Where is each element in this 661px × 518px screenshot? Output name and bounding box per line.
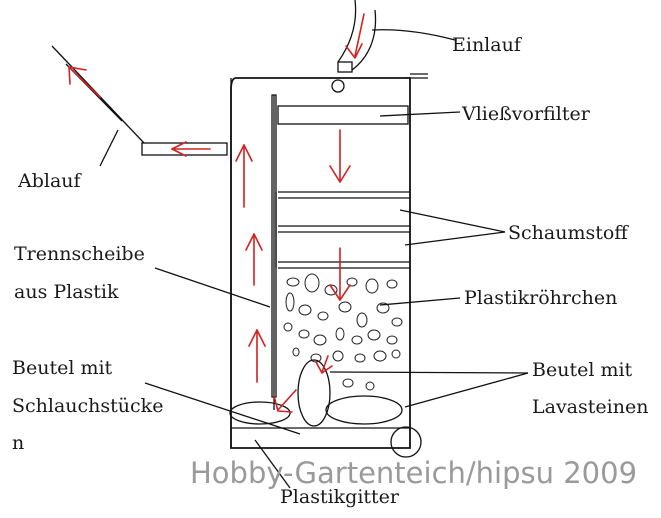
flow-arrows xyxy=(68,13,365,413)
label-plastikgitter: Plastikgitter xyxy=(280,486,400,508)
watermark: Hobby-Gartenteich/hipsu 2009 xyxy=(190,456,638,490)
label-beutel-schlauch-line3: n xyxy=(12,432,25,454)
label-trennscheibe-line2: aus Plastik xyxy=(14,281,119,303)
label-trennscheibe-line1: Trennscheibe xyxy=(14,243,145,265)
label-beutel-schlauch-line2: Schlauchstücke xyxy=(12,395,164,417)
label-vliesvorfilter: Vließvorfilter xyxy=(462,103,590,125)
filter-container xyxy=(230,73,428,449)
bag-lava-stones xyxy=(325,395,403,425)
bag-hose-pieces xyxy=(297,359,331,427)
label-beutel-schlauch-line1: Beutel mit xyxy=(12,357,113,379)
plastic-tubes xyxy=(283,273,403,391)
label-beutel-lava-line2: Lavasteinen xyxy=(532,396,649,418)
label-beutel-lava-line1: Beutel mit xyxy=(532,359,633,381)
bag-left xyxy=(229,401,291,425)
leader-lines xyxy=(144,29,529,489)
wheel xyxy=(390,426,422,458)
label-schaumstoff: Schaumstoff xyxy=(508,222,628,244)
label-ablauf: Ablauf xyxy=(18,170,81,192)
outlet-pipe xyxy=(51,45,228,167)
inlet-pipe xyxy=(331,0,377,93)
label-plastikroehrchen: Plastikröhrchen xyxy=(464,287,618,309)
label-einlauf: Einlauf xyxy=(452,34,521,56)
foam-layers xyxy=(275,191,410,269)
